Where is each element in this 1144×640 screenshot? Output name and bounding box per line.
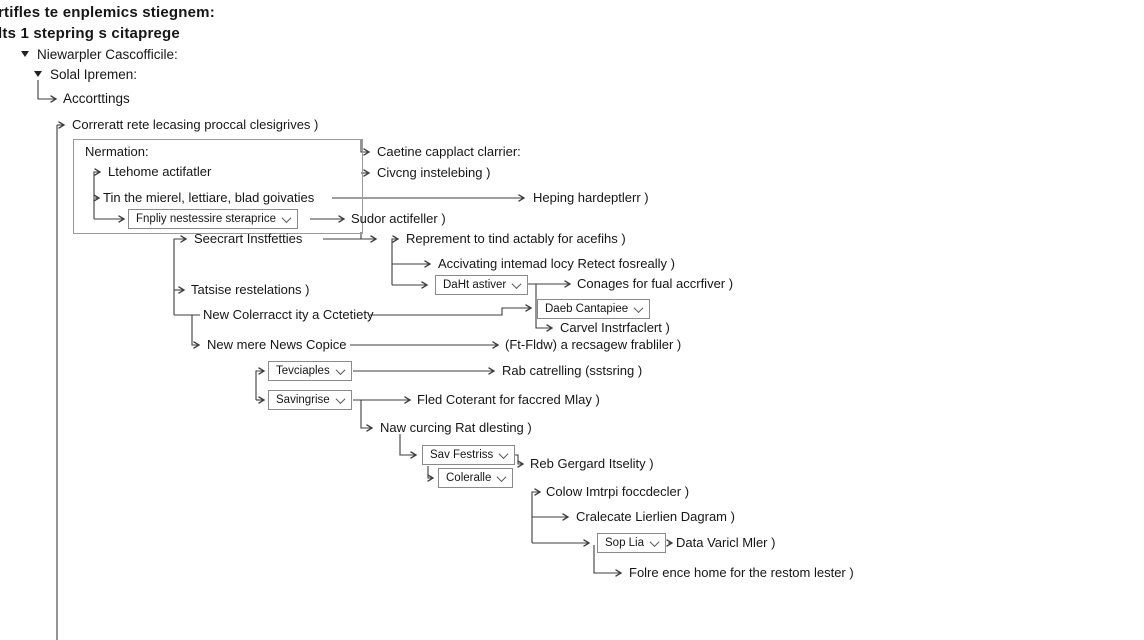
chevron-down-icon bbox=[649, 536, 660, 547]
page-title-line2: lts 1 stepring s citaprege bbox=[0, 25, 180, 42]
node-tin: Tin the mierel, lettiare, blad goivaties bbox=[103, 190, 315, 205]
node-sudor: Sudor actifeller ) bbox=[351, 211, 446, 226]
node-cralecate: Cralecate Lierlien Dagram ) bbox=[576, 509, 735, 524]
nermation-group-box bbox=[73, 139, 363, 234]
tree-item-niewarpler: Niewarpler Cascofficile: bbox=[37, 47, 178, 62]
node-newcol: New Colerracct ity a Cctetiety bbox=[203, 307, 374, 322]
chevron-down-icon bbox=[335, 364, 346, 375]
collapse-triangle-icon[interactable] bbox=[34, 71, 42, 77]
node-datavaricl: Data Varicl Mler ) bbox=[676, 535, 776, 550]
node-caetine: Caetine capplact clarrier: bbox=[377, 144, 521, 159]
dropdown-tevciaples[interactable]: Tevciaples bbox=[268, 361, 352, 381]
node-civcng: Civcng instelebing ) bbox=[377, 165, 491, 180]
node-rab: Rab catrelling (sstsring ) bbox=[502, 363, 643, 378]
node-colow: Colow Imtrpi foccdecler ) bbox=[546, 484, 690, 499]
chevron-down-icon bbox=[498, 448, 509, 459]
dropdown-fnpliy-label: Fnpliy nestessire steraprice bbox=[136, 213, 276, 225]
chevron-down-icon bbox=[633, 302, 644, 313]
dropdown-tevciaples-label: Tevciaples bbox=[276, 365, 330, 377]
chevron-down-icon bbox=[511, 278, 522, 289]
dropdown-coleralle[interactable]: Coleralle bbox=[438, 468, 514, 488]
node-folre: Folre ence home for the restom lester ) bbox=[629, 565, 854, 580]
node-nermation: Nermation: bbox=[85, 144, 149, 159]
node-ltehome: Ltehome actifatler bbox=[108, 164, 212, 179]
dropdown-coleralle-label: Coleralle bbox=[446, 472, 492, 484]
collapse-triangle-icon[interactable] bbox=[21, 51, 29, 57]
dropdown-daht-label: DaHt astiver bbox=[443, 279, 507, 291]
chevron-down-icon bbox=[335, 393, 346, 404]
page-title-line1: rtifles te enplemics stiegnem: bbox=[0, 4, 215, 21]
node-conages: Conages for fual accrfiver ) bbox=[577, 276, 734, 291]
dropdown-savingrise[interactable]: Savingrise bbox=[268, 390, 352, 410]
dropdown-daeb-label: Daeb Cantapiee bbox=[545, 303, 629, 315]
chevron-down-icon bbox=[281, 212, 292, 223]
dropdown-daht[interactable]: DaHt astiver bbox=[435, 275, 529, 295]
node-accivating: Accivating intemad locy Retect fosreally… bbox=[438, 256, 675, 271]
chevron-down-icon bbox=[496, 471, 507, 482]
node-tatsise: Tatsise restelations ) bbox=[191, 282, 310, 297]
node-reprement: Reprement to tind actably for acefihs ) bbox=[406, 231, 626, 246]
node-ftfldw: (Ft-Fldw) a recsagew frabliler ) bbox=[505, 337, 682, 352]
dropdown-fnpliy[interactable]: Fnpliy nestessire steraprice bbox=[128, 209, 298, 229]
dropdown-savingrise-label: Savingrise bbox=[276, 394, 330, 406]
dropdown-savfestriss-label: Sav Festriss bbox=[430, 449, 494, 461]
tree-item-solal: Solal Ipremen: bbox=[50, 67, 138, 82]
node-correratt: Correratt rete lecasing proccal clesigri… bbox=[72, 117, 319, 132]
node-newmere: New mere News Copice bbox=[207, 337, 347, 352]
node-carvel: Carvel Instrfaclert ) bbox=[560, 320, 670, 335]
node-reb: Reb Gergard Itselity ) bbox=[530, 456, 654, 471]
node-fled: Fled Coterant for faccred Mlay ) bbox=[417, 392, 600, 407]
dropdown-soplia-label: Sop Lia bbox=[605, 537, 645, 549]
tree-item-accorttings: Accorttings bbox=[63, 91, 130, 106]
node-heping: Heping hardeptlerr ) bbox=[533, 190, 649, 205]
dropdown-daeb[interactable]: Daeb Cantapiee bbox=[537, 299, 651, 319]
node-seecrart: Seecrart Instfetties bbox=[194, 231, 303, 246]
node-naw: Naw curcing Rat dlesting ) bbox=[380, 420, 532, 435]
dropdown-soplia[interactable]: Sop Lia bbox=[597, 533, 667, 553]
dropdown-savfestriss[interactable]: Sav Festriss bbox=[422, 445, 516, 465]
